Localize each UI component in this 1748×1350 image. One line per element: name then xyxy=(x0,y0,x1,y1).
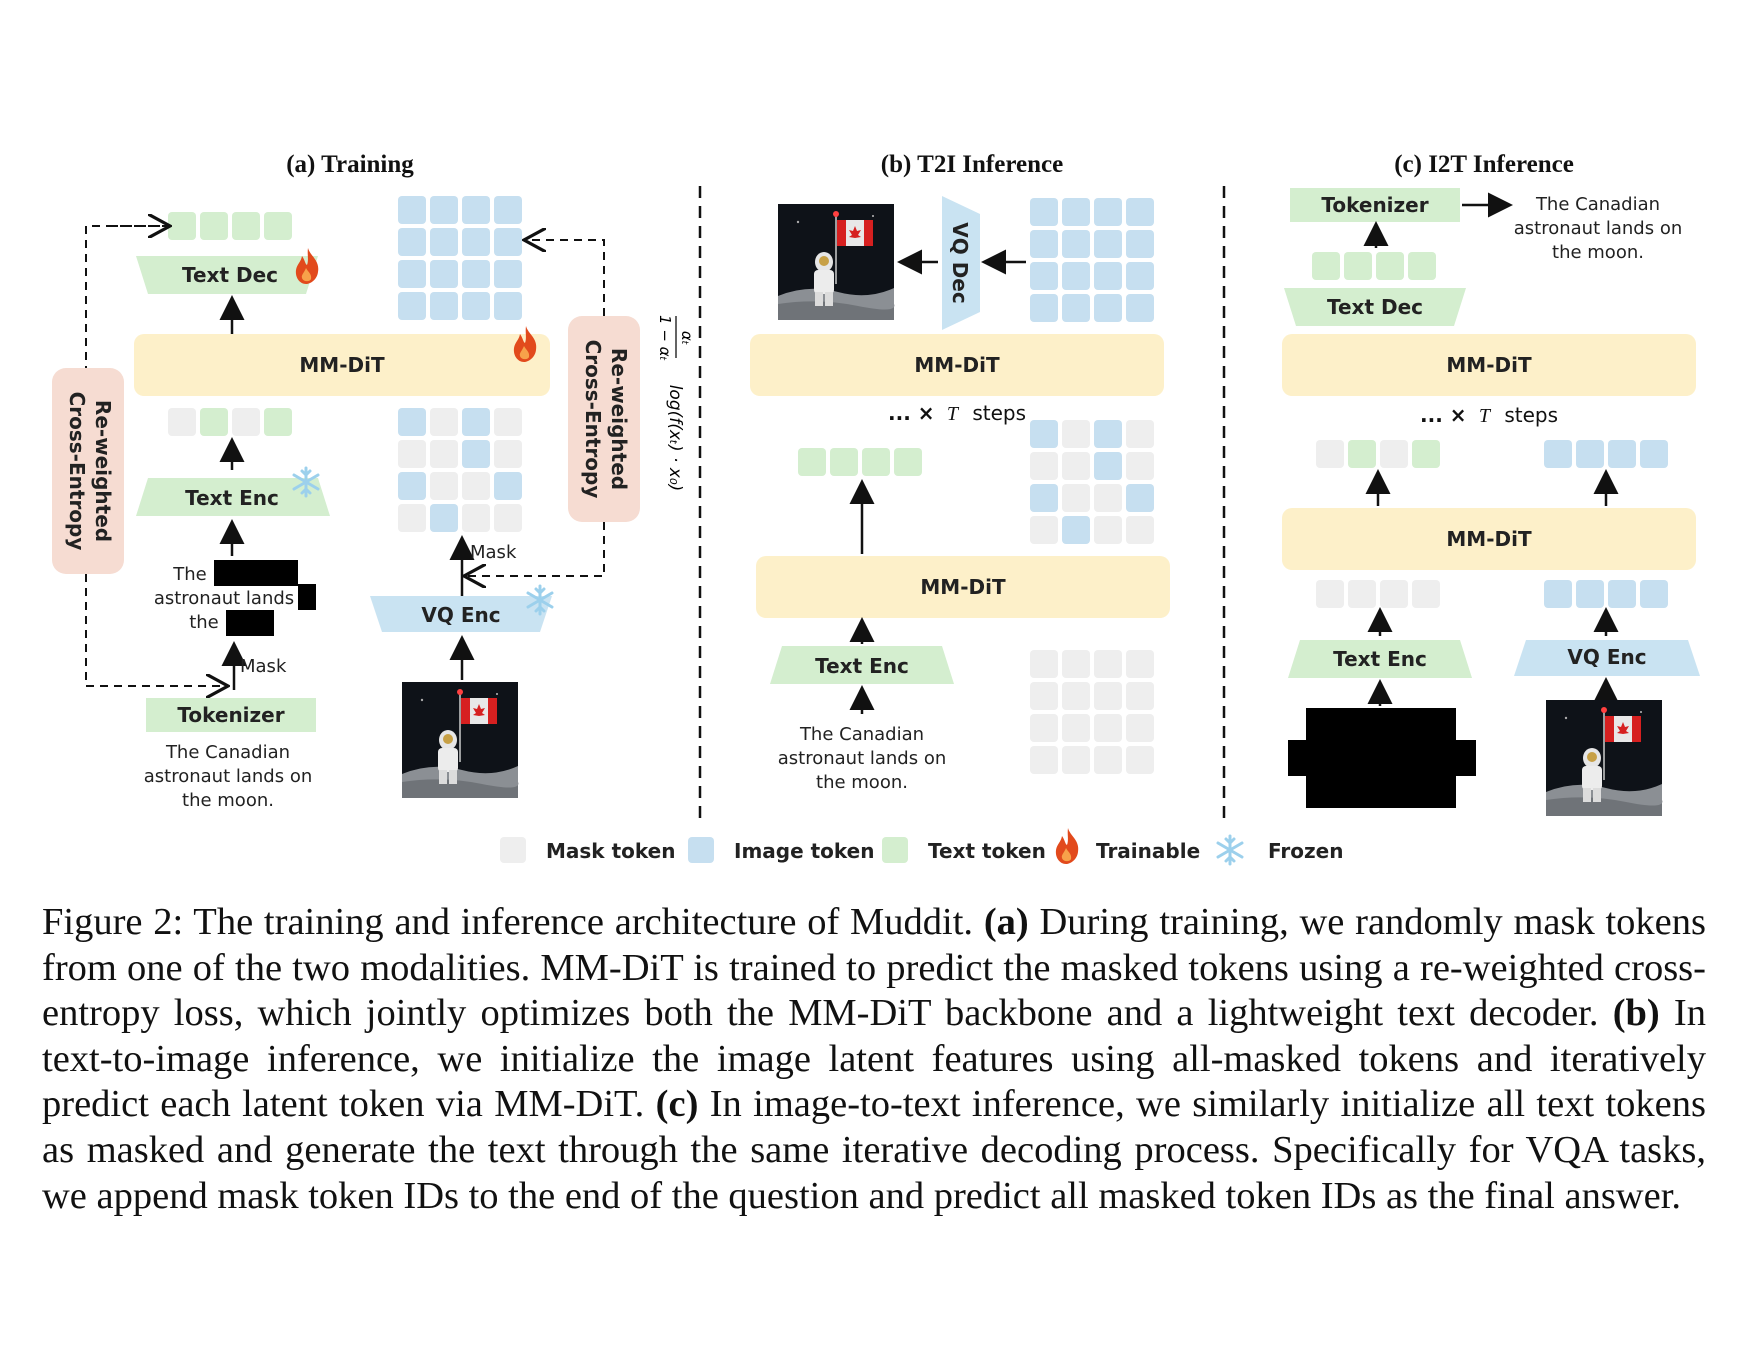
panel-title: (c) I2T Inference xyxy=(1394,151,1574,178)
svg-text:the moon.: the moon. xyxy=(1552,242,1644,263)
panel-training: (a) Training Text Dec MM-DiT xyxy=(52,151,696,811)
text-decoder-label: Text Dec xyxy=(1327,295,1423,319)
text-encoder-label: Text Enc xyxy=(815,654,909,678)
text-decoder xyxy=(136,256,318,294)
svg-text:The: The xyxy=(172,564,206,585)
image-token-row xyxy=(1544,580,1668,608)
mask-label: Mask xyxy=(470,542,517,563)
vq-encoder xyxy=(370,596,552,632)
svg-text:astronaut lands on: astronaut lands on xyxy=(778,748,947,769)
mmdit-label: MM-DiT xyxy=(1446,527,1532,551)
flame-icon xyxy=(295,248,319,284)
text-decoder-label: Text Dec xyxy=(182,263,278,287)
svg-text:astronaut lands on: astronaut lands on xyxy=(1514,218,1683,239)
snowflake-icon xyxy=(1216,834,1244,866)
mmdit-label: MM-DiT xyxy=(299,353,385,377)
text-decoder xyxy=(1284,288,1466,326)
text-encoder xyxy=(136,478,330,516)
figure-label: Figure 2: xyxy=(42,901,184,943)
mask-label: Mask xyxy=(240,656,287,677)
panel-i2t-inference: (c) I2T Inference Tokenizer The Canadian… xyxy=(1282,151,1700,817)
steps-label: ... × T steps xyxy=(1420,403,1558,427)
svg-text:the moon.: the moon. xyxy=(182,790,274,811)
mmdit-block xyxy=(756,556,1170,618)
legend-swatch-mask xyxy=(500,837,526,863)
mmdit-label: MM-DiT xyxy=(914,353,1000,377)
tokenizer-label: Tokenizer xyxy=(1321,193,1428,217)
text-encoder-label: Text Enc xyxy=(185,486,279,510)
mmdit-block xyxy=(750,334,1164,396)
svg-text:the moon.: the moon. xyxy=(816,772,908,793)
svg-text:Re-weighted: Re-weighted xyxy=(91,400,115,542)
legend-image-token: Image token xyxy=(734,839,875,863)
tokenizer xyxy=(146,698,316,732)
figure-caption: Figure 2: The training and inference arc… xyxy=(42,901,1706,1217)
legend-swatch-text xyxy=(882,837,908,863)
input-image xyxy=(1545,699,1664,817)
vq-encoder-label: VQ Enc xyxy=(1567,645,1646,669)
text-encoder xyxy=(1288,640,1472,678)
tokenizer-label: Tokenizer xyxy=(177,703,284,727)
svg-text:Cross-Entropy: Cross-Entropy xyxy=(581,340,605,499)
vq-encoder xyxy=(1514,640,1700,676)
image-token-grid xyxy=(398,196,522,320)
steps-label: ... × T steps xyxy=(888,401,1026,425)
svg-text:The Canadian: The Canadian xyxy=(165,742,290,763)
output-text: The Canadian astronaut lands on the moon… xyxy=(1514,194,1683,263)
image-token-grid xyxy=(1030,198,1154,322)
mask-token-grid xyxy=(1030,650,1154,774)
redacted-text-block xyxy=(1288,708,1476,808)
legend: Mask token Image token Text token Traina… xyxy=(500,828,1343,866)
astronaut-image xyxy=(401,681,520,799)
svg-text:astronaut lands on: astronaut lands on xyxy=(144,766,313,787)
mmdit-label: MM-DiT xyxy=(1446,353,1532,377)
mmdit-block xyxy=(1282,334,1696,396)
vq-encoder-label: VQ Enc xyxy=(421,603,500,627)
image-token-row xyxy=(1544,440,1668,468)
vq-decoder xyxy=(942,196,980,330)
svg-text:1 − αₜ: 1 − αₜ xyxy=(656,315,674,361)
masked-image-token-grid xyxy=(1030,420,1154,544)
mmdit-label: MM-DiT xyxy=(920,575,1006,599)
loss-formula: αₜ 1 − αₜ log(f(xₜ) · x₀) xyxy=(656,315,696,491)
svg-text:αₜ: αₜ xyxy=(678,331,696,345)
legend-mask-token: Mask token xyxy=(546,839,675,863)
svg-text:Re-weighted: Re-weighted xyxy=(607,348,631,490)
svg-text:astronaut lands: astronaut lands xyxy=(154,588,294,609)
text-encoder-label: Text Enc xyxy=(1333,647,1427,671)
legend-trainable: Trainable xyxy=(1096,839,1200,863)
panel-title: (a) Training xyxy=(286,151,414,178)
masked-text-token-row xyxy=(1316,440,1440,468)
mask-token-row xyxy=(1316,580,1440,608)
panel-t2i-inference: (b) T2I Inference VQ Dec MM-DiT ... × T … xyxy=(750,151,1170,793)
architecture-diagram: (a) Training Text Dec MM-DiT xyxy=(52,151,1700,866)
svg-text:Cross-Entropy: Cross-Entropy xyxy=(65,392,89,551)
legend-text-token: Text token xyxy=(928,839,1046,863)
generated-image xyxy=(777,203,896,321)
masked-text-token-row xyxy=(168,408,292,436)
text-token-row xyxy=(1312,252,1436,280)
text-token-row xyxy=(798,448,922,476)
masked-sentence: The astronaut lands the xyxy=(154,560,316,636)
legend-swatch-image xyxy=(688,837,714,863)
input-sentence: The Canadian astronaut lands on the moon… xyxy=(144,742,313,811)
tokenizer xyxy=(1290,188,1460,222)
masked-image-token-grid xyxy=(398,408,522,532)
reweighted-ce-right xyxy=(568,316,640,522)
vq-decoder-label: VQ Dec xyxy=(948,222,972,303)
text-encoder xyxy=(770,646,954,684)
svg-text:The Canadian: The Canadian xyxy=(799,724,924,745)
flame-icon xyxy=(1055,828,1079,864)
flame-icon xyxy=(513,326,537,362)
svg-text:log(f(xₜ) · x₀): log(f(xₜ) · x₀) xyxy=(665,385,685,492)
mmdit-block xyxy=(1282,508,1696,570)
panel-title: (b) T2I Inference xyxy=(881,151,1063,178)
text-token-row xyxy=(168,212,292,240)
legend-frozen: Frozen xyxy=(1268,839,1343,863)
svg-text:the: the xyxy=(189,612,219,633)
mmdit-block xyxy=(134,334,550,396)
reweighted-ce-left xyxy=(52,368,124,574)
svg-text:The Canadian: The Canadian xyxy=(1535,194,1660,215)
input-sentence: The Canadian astronaut lands on the moon… xyxy=(778,724,947,793)
